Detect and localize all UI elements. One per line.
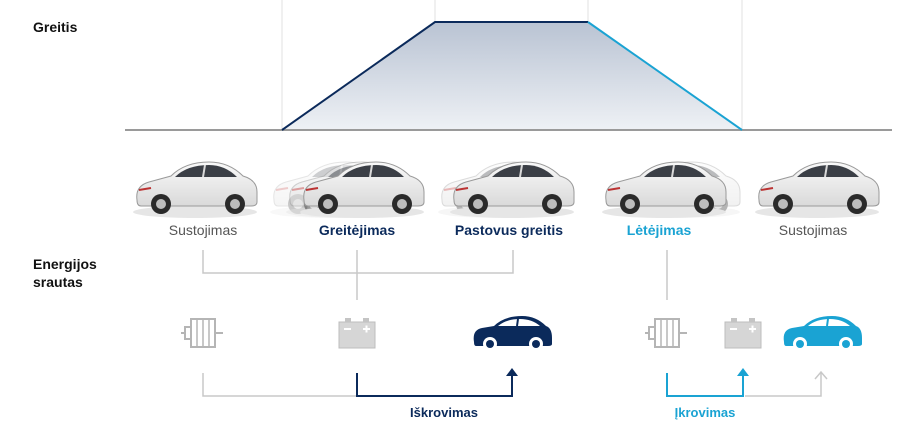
battery-icon-2 — [724, 317, 762, 349]
speed-line-accel — [281, 21, 588, 131]
discharge-label: Iškrovimas — [410, 405, 478, 420]
discharge-arrowhead — [506, 368, 518, 376]
speed-line-decel — [587, 21, 743, 131]
charge-arrowhead — [737, 368, 749, 376]
flow-lines-gray — [202, 370, 828, 397]
speed-area — [282, 22, 742, 130]
phase-label-constant-speed: Pastovus greitis — [454, 222, 564, 238]
energy-bracket-top — [202, 250, 668, 300]
car-image-stop-2 — [754, 161, 880, 219]
speed-label: Greitis — [33, 19, 78, 35]
car-icon-dark — [472, 315, 553, 352]
phase-label-stop-2: Sustojimas — [778, 222, 848, 238]
phase-label-deceleration: Lėtėjimas — [626, 222, 692, 238]
energy-flow-label-line1: Energijos — [33, 256, 97, 272]
motor-icon-1 — [180, 318, 224, 348]
car-image-stop-1 — [132, 161, 258, 219]
car-icon-light — [782, 315, 863, 352]
charge-flow-arrow — [666, 372, 744, 397]
phase-label-stop-1: Sustojimas — [168, 222, 238, 238]
energy-flow-label: Energijos srautas — [33, 255, 97, 291]
energy-flow-label-line2: srautas — [33, 274, 83, 290]
discharge-flow-arrow — [356, 372, 513, 397]
car-image-cruise — [437, 161, 575, 219]
charge-label: Įkrovimas — [674, 405, 736, 420]
car-image-accel — [269, 161, 425, 219]
battery-icon-1 — [338, 317, 376, 349]
phase-label-acceleration: Greitėjimas — [318, 222, 396, 238]
motor-icon-2 — [644, 318, 688, 348]
car-image-decel — [601, 161, 741, 219]
